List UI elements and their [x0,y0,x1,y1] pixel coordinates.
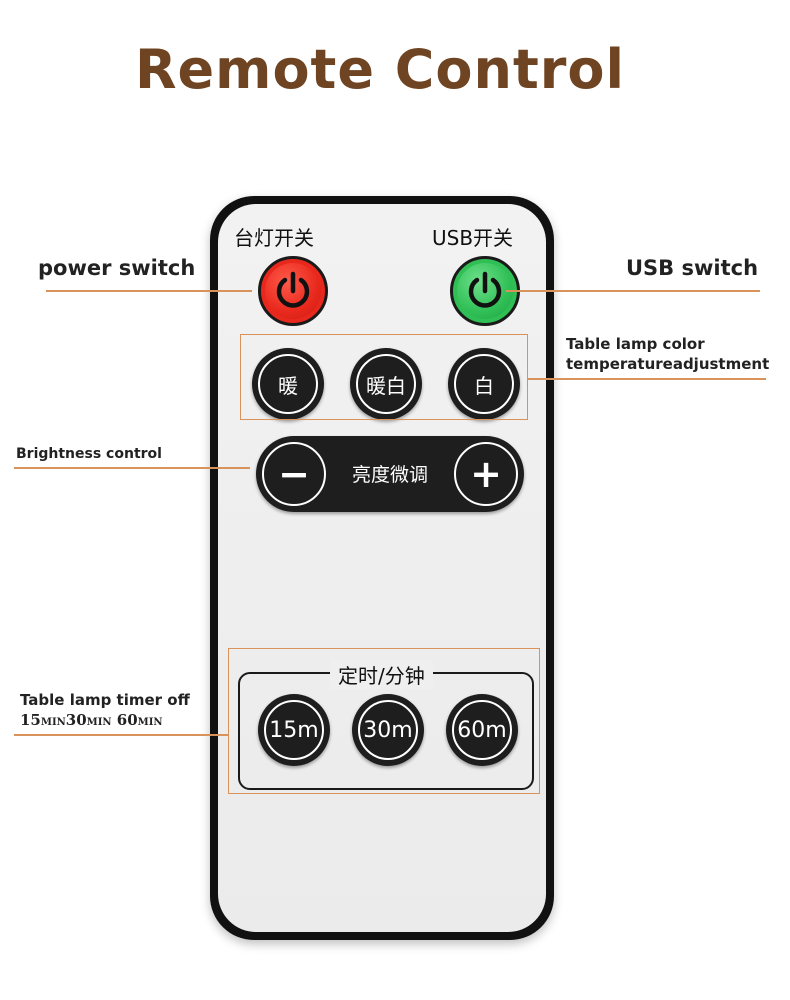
white-color-label: 白 [474,373,494,398]
timer-60m-button[interactable]: 60m [446,694,518,766]
timer-callout-60: 60 [116,711,138,729]
power-switch-callout: power switch [38,256,196,280]
power-switch-label: 台灯开关 [234,226,314,250]
timer-30m-label: 30m [363,717,413,743]
timer-15m-button[interactable]: 15m [258,694,330,766]
timer-15m-label: 15m [269,717,319,743]
white-color-button[interactable]: 白 [448,348,520,420]
warm-color-label: 暖 [278,373,298,398]
warm-white-color-button[interactable]: 暖白 [350,348,422,420]
remote-face: 台灯开关 USB开关 暖 暖白 白 − 亮度微 [218,204,546,932]
color-temp-callout-box [240,334,528,420]
power-icon [276,271,310,308]
power-switch-button[interactable] [258,256,328,326]
timer-callout-line1: Table lamp timer off [20,691,190,709]
timer-30m-button[interactable]: 30m [352,694,424,766]
timer-callout-min-3: MIN [137,717,163,728]
warm-white-color-label: 暖白 [366,373,406,398]
power-icon [468,271,502,308]
brightness-control: − 亮度微调 + [256,436,524,512]
timer-60m-label: 60m [457,717,507,743]
warm-color-button[interactable]: 暖 [252,348,324,420]
color-temp-callout: Table lamp color temperatureadjustment [566,334,769,374]
power-switch-leader [46,290,252,292]
timer-callout-line2: 15MIN30MIN 60MIN [20,710,190,733]
brightness-leader [14,467,250,469]
usb-switch-callout: USB switch [626,256,759,280]
color-temp-callout-line2: temperatureadjustment [566,355,770,373]
timer-callout: Table lamp timer off 15MIN30MIN 60MIN [20,690,190,733]
remote-control: 台灯开关 USB开关 暖 暖白 白 − 亮度微 [210,196,554,940]
color-temp-callout-line1: Table lamp color [566,335,705,353]
timer-callout-min-1: MIN [40,717,66,728]
brightness-minus-button[interactable]: − [262,442,326,506]
timer-callout-box [228,648,540,794]
color-temp-leader [528,378,766,380]
timer-callout-15: 15 [20,711,41,729]
timer-callout-30: 30 [65,711,87,729]
usb-switch-label: USB开关 [432,226,514,250]
timer-leader [14,734,228,736]
page-title: Remote Control [134,38,626,101]
brightness-label: 亮度微调 [351,464,428,486]
timer-callout-min-2: MIN [86,717,112,728]
timer-title: 定时/分钟 [330,660,433,689]
brightness-plus-button[interactable]: + [454,442,518,506]
timer-group: 定时/分钟 [238,660,534,790]
usb-switch-leader [506,290,760,292]
brightness-callout: Brightness control [16,446,162,462]
